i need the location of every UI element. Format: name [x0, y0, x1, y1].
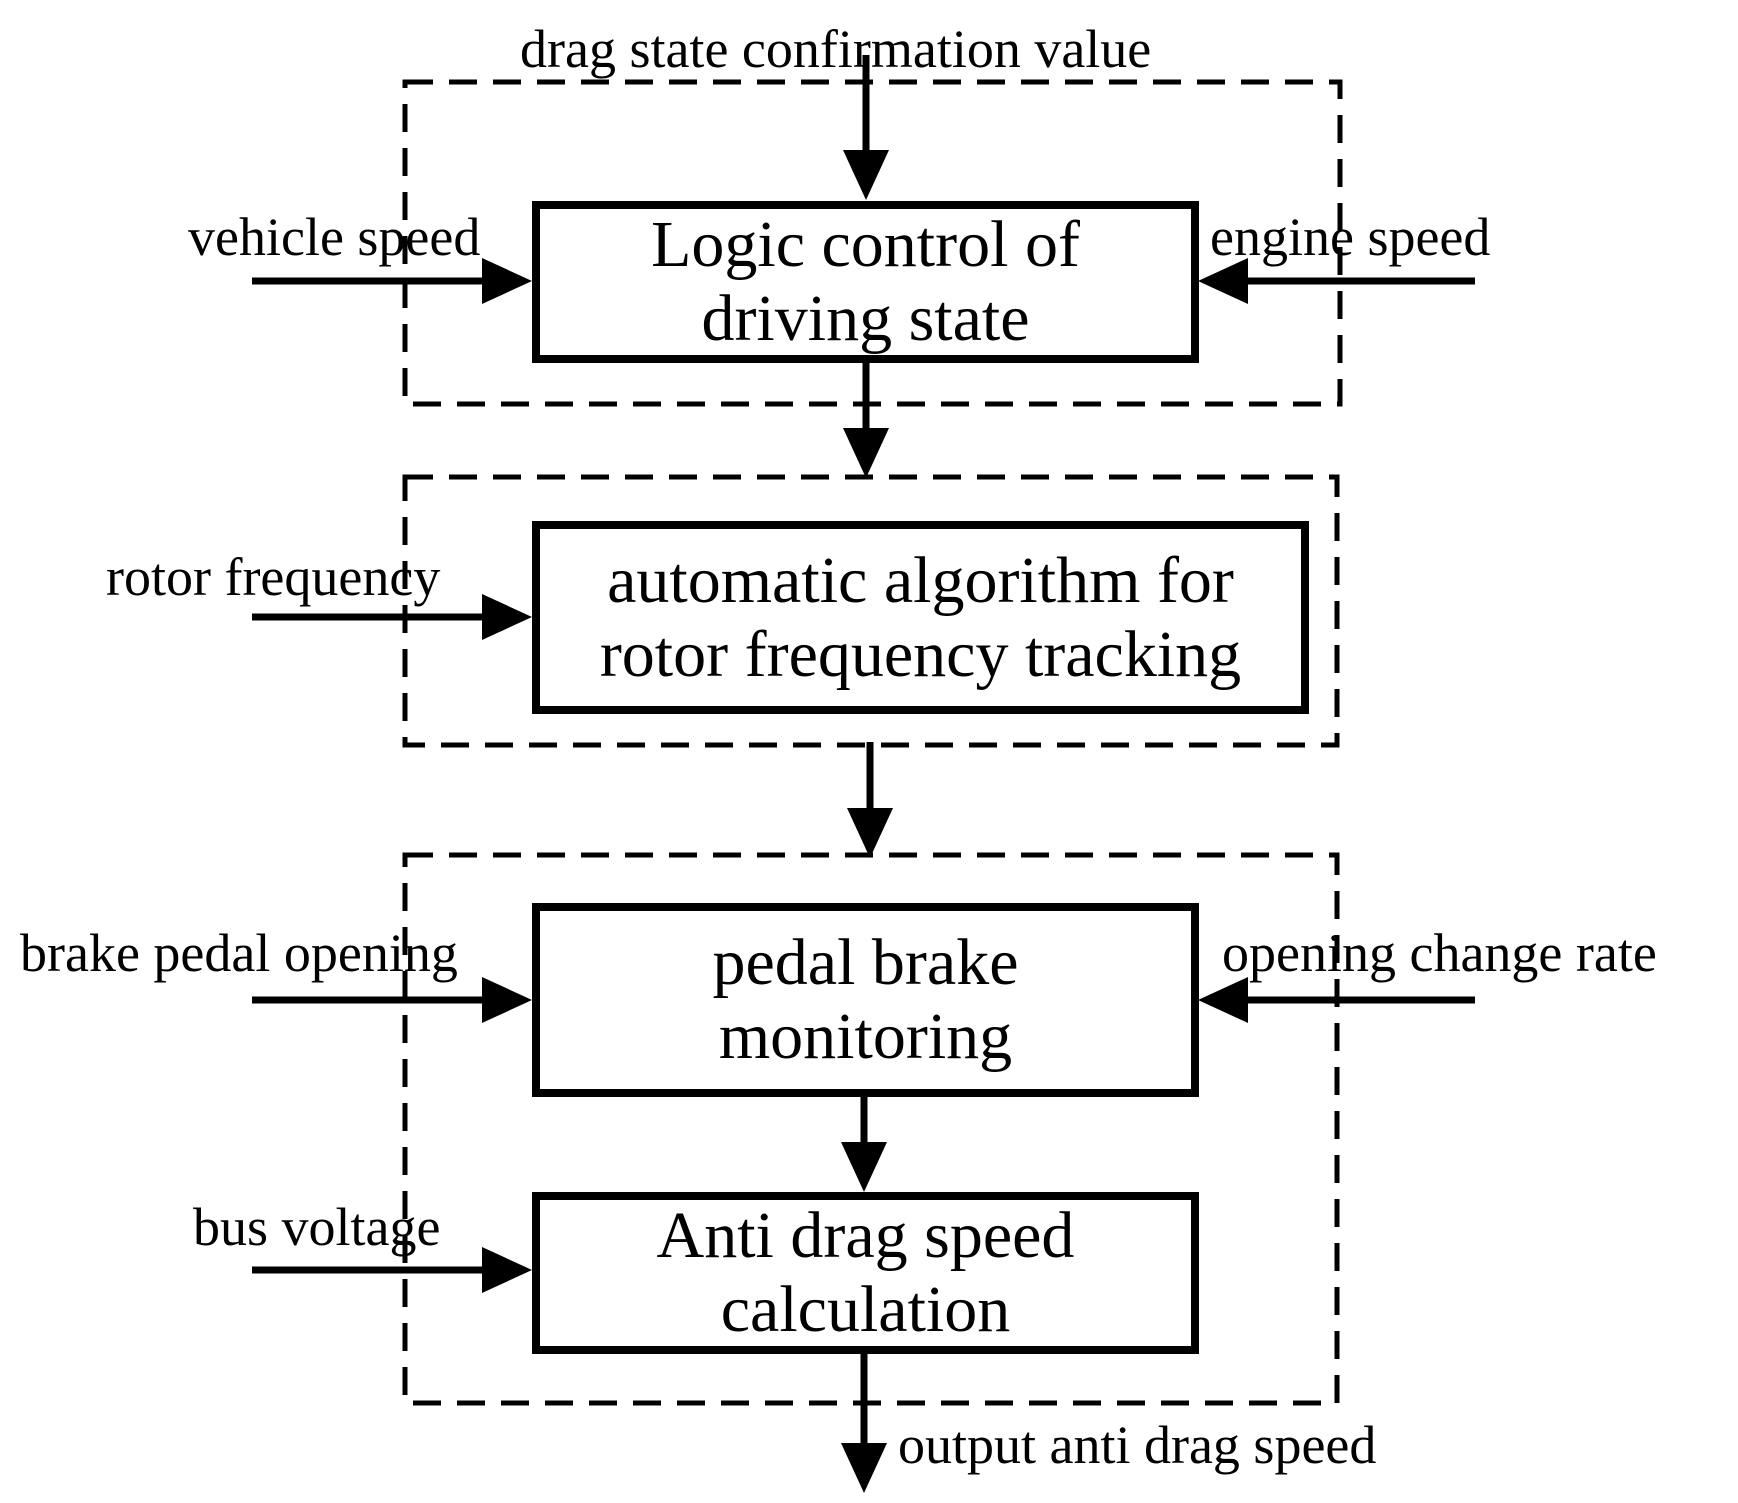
block-logic-control: Logic control of driving state — [532, 201, 1199, 363]
block-pedal-monitor-line1: pedal brake — [712, 926, 1019, 1000]
group-frame-logic — [402, 79, 1343, 407]
label-bus-voltage: bus voltage — [193, 1197, 441, 1257]
arrow-logic-to-rotor — [843, 360, 889, 478]
label-drag-state: drag state confirmation value — [520, 19, 1152, 79]
block-rotor-tracking-line2: rotor frequency tracking — [599, 617, 1242, 691]
arrow-vehicle-speed — [252, 258, 532, 304]
block-pedal-monitor: pedal brake monitoring — [532, 903, 1199, 1097]
label-rotor-frequency: rotor frequency — [106, 547, 441, 607]
block-logic-control-line2: driving state — [701, 282, 1030, 355]
arrow-pedal-to-anti-drag — [841, 1097, 887, 1192]
arrow-engine-speed — [1198, 258, 1475, 304]
block-anti-drag-line1: Anti drag speed — [656, 1199, 1075, 1273]
block-rotor-tracking: automatic algorithm for rotor frequency … — [532, 521, 1309, 714]
block-rotor-tracking-line1: automatic algorithm for — [607, 543, 1234, 617]
label-brake-pedal-opening: brake pedal opening — [20, 923, 458, 983]
label-output: output anti drag speed — [898, 1415, 1377, 1475]
arrow-brake-pedal-opening — [252, 977, 532, 1023]
arrow-drag-state — [843, 55, 889, 200]
block-anti-drag: Anti drag speed calculation — [532, 1192, 1199, 1354]
group-frame-rotor — [402, 474, 1340, 748]
label-opening-change-rate: opening change rate — [1222, 923, 1657, 983]
arrow-bus-voltage — [252, 1247, 532, 1293]
arrow-output — [841, 1350, 887, 1493]
block-logic-control-line1: Logic control of — [651, 208, 1080, 282]
label-vehicle-speed: vehicle speed — [188, 207, 481, 267]
block-pedal-monitor-line2: monitoring — [718, 1000, 1013, 1073]
label-engine-speed: engine speed — [1210, 207, 1491, 267]
block-anti-drag-line2: calculation — [720, 1273, 1011, 1346]
arrow-rotor-to-brake — [847, 742, 893, 858]
arrow-opening-change-rate — [1198, 977, 1475, 1023]
arrow-rotor-frequency — [252, 594, 532, 640]
